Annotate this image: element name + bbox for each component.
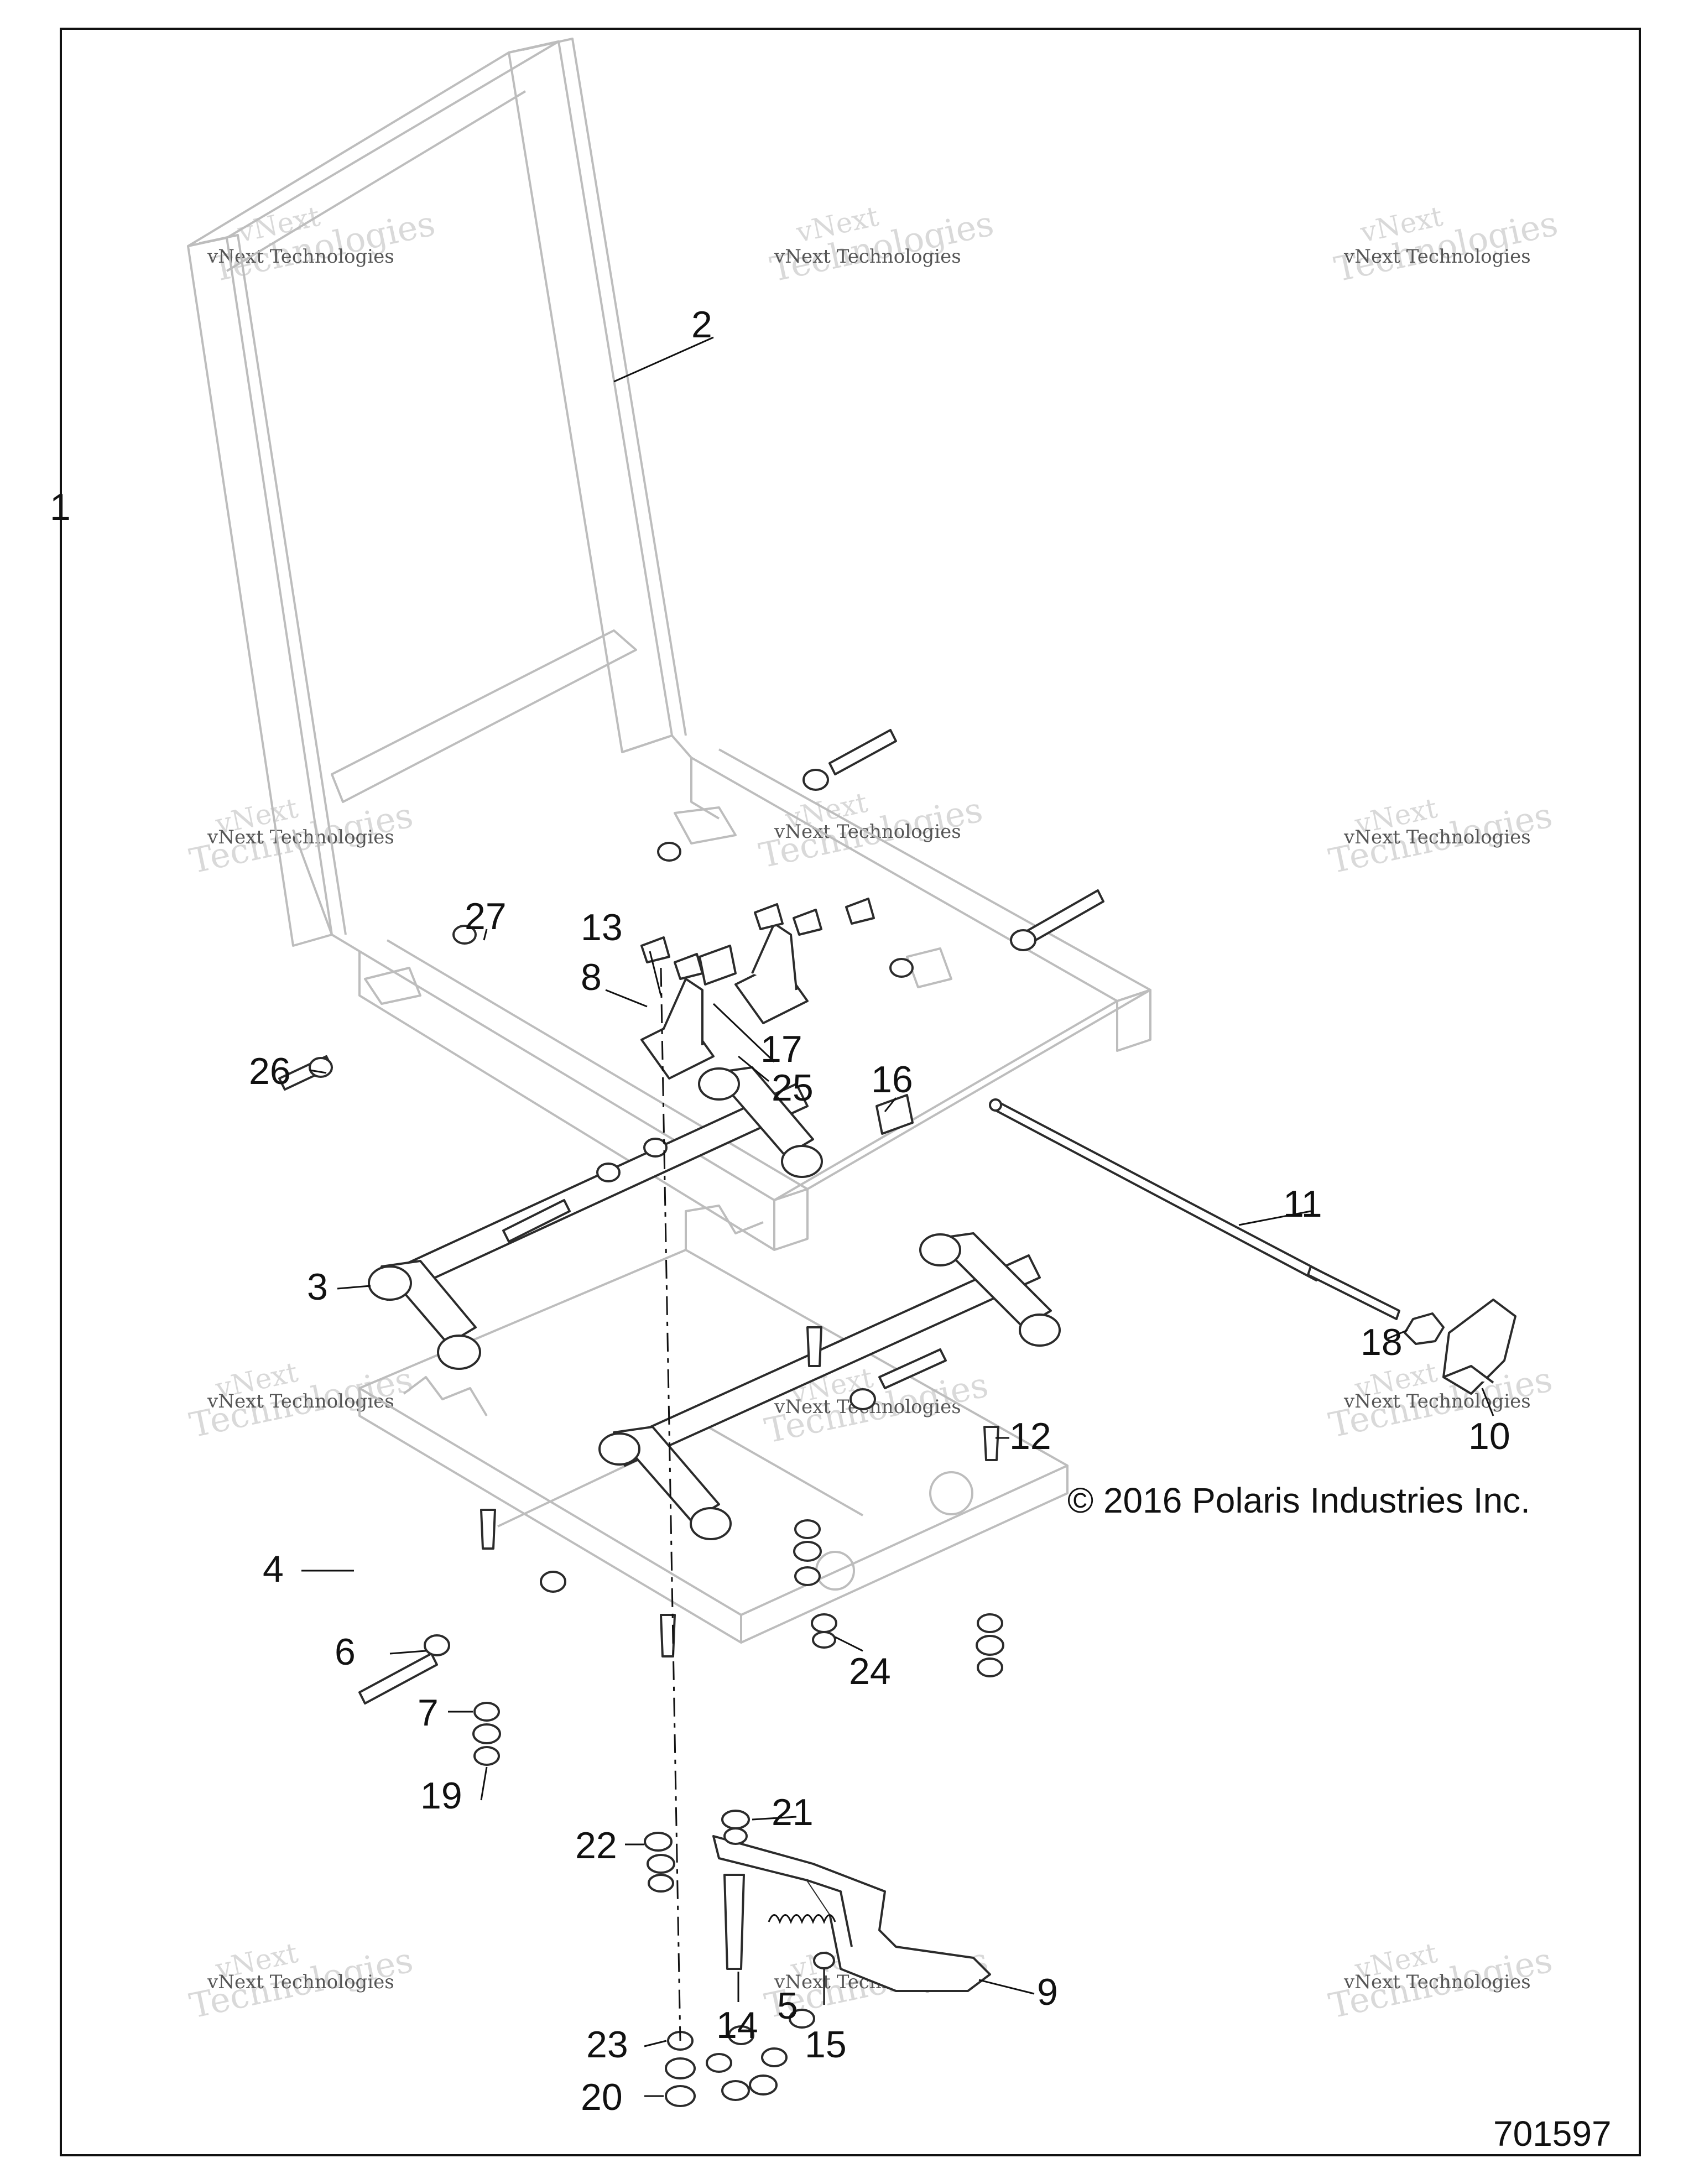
leader-lines [301, 336, 1494, 2097]
callout-12: 12 [1009, 1415, 1051, 1457]
callout-10: 10 [1468, 1415, 1510, 1457]
adjuster-rod [989, 1098, 1400, 1320]
watermark-caption: vNext Technologies [1343, 1390, 1531, 1412]
fasteners [472, 1326, 1004, 2107]
callout-9: 9 [1037, 1971, 1058, 2013]
nut [1404, 1312, 1445, 1345]
callout-24: 24 [849, 1650, 891, 1692]
pivot-link-right [598, 1232, 1061, 1540]
pins-and-bushings [278, 729, 1104, 1705]
callout-23: 23 [586, 2024, 628, 2066]
centerline [660, 967, 681, 2041]
callout-6: 6 [335, 1631, 356, 1673]
callout-7: 7 [418, 1692, 439, 1734]
callout-27: 27 [465, 895, 507, 937]
watermark-caption: vNext Technologies [1343, 826, 1531, 848]
watermark-caption: vNext Technologies [774, 246, 961, 268]
release-lever [712, 1835, 991, 1992]
callout-8: 8 [581, 956, 602, 998]
stud [723, 1874, 745, 1970]
watermark-caption: vNext Technologies [207, 1390, 394, 1412]
callout-22: 22 [575, 1825, 617, 1867]
watermark-caption: vNext Technologies [1343, 1971, 1531, 1993]
callout-20: 20 [581, 2076, 623, 2118]
drawing-border [60, 28, 1641, 2156]
watermark-caption: vNext Technologies [207, 1971, 394, 1993]
callout-13: 13 [581, 906, 623, 948]
callout-4: 4 [263, 1548, 284, 1590]
copyright-notice: © 2016 Polaris Industries Inc. [1067, 1481, 1530, 1520]
callout-1: 1 [50, 486, 71, 528]
callout-21: 21 [772, 1791, 814, 1833]
callout-19: 19 [420, 1775, 462, 1817]
brackets [640, 898, 914, 1135]
drawing-number: 701597 [1493, 2114, 1612, 2154]
callout-labels: 1 2 3 4 5 6 7 8 9 10 11 12 13 14 15 16 1… [50, 304, 1510, 2118]
callout-2: 2 [691, 304, 712, 346]
callout-11: 11 [1283, 1183, 1322, 1225]
watermark-caption: vNext Technologies [1343, 246, 1531, 268]
callout-15: 15 [805, 2024, 847, 2066]
callout-18: 18 [1361, 1321, 1403, 1363]
callout-25: 25 [772, 1067, 814, 1109]
callout-5: 5 [777, 1985, 798, 2027]
spring [768, 1914, 836, 1925]
pivot-link-left [368, 1066, 823, 1370]
watermark-caption: vNext Technologies [207, 826, 394, 848]
watermark-caption: vNext Technologies [207, 246, 394, 268]
callout-17: 17 [760, 1028, 802, 1070]
callout-3: 3 [307, 1266, 328, 1308]
callout-26: 26 [249, 1050, 291, 1092]
callout-14: 14 [716, 2004, 758, 2046]
callout-16: 16 [871, 1059, 913, 1101]
knob [1442, 1299, 1516, 1395]
slide-base [358, 1205, 1069, 1644]
